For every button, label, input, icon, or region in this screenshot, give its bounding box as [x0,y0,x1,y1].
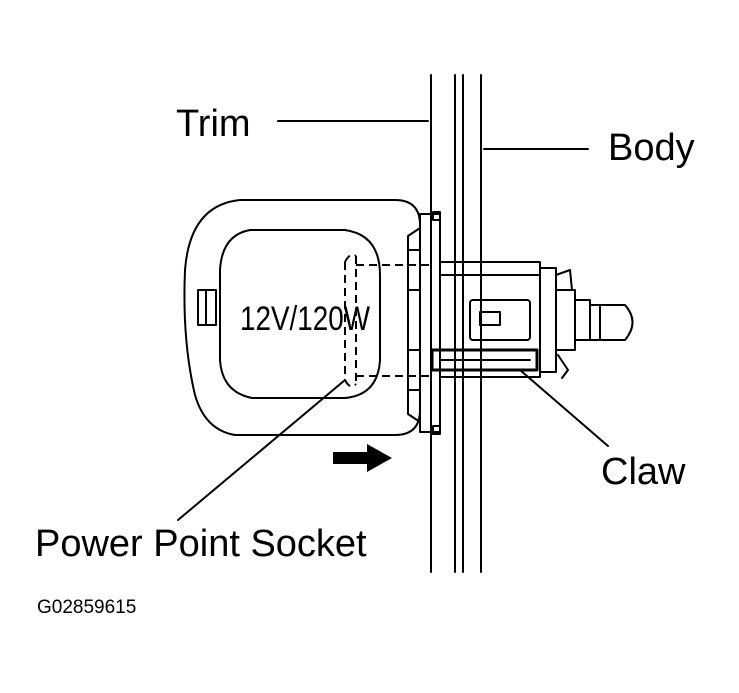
insertion-arrow [333,444,392,472]
label-body: Body [608,127,695,169]
socket-rating-text: 12V/120W [240,300,370,338]
label-power-point-socket: Power Point Socket [35,523,367,565]
socket-connector [555,269,634,379]
body-panel [462,74,482,573]
socket-body [439,261,557,378]
bezel-latch [197,289,217,326]
figure-id: G02859615 [37,597,136,618]
socket-cap [219,229,381,399]
socket-hidden-outline [344,253,430,388]
claw-leader-line [519,369,609,447]
trim-panel [430,74,456,573]
socket-flange [407,211,441,435]
power-point-leader-line [177,379,346,521]
claw-part [430,348,539,372]
label-claw: Claw [601,451,686,493]
label-trim: Trim [176,103,251,145]
